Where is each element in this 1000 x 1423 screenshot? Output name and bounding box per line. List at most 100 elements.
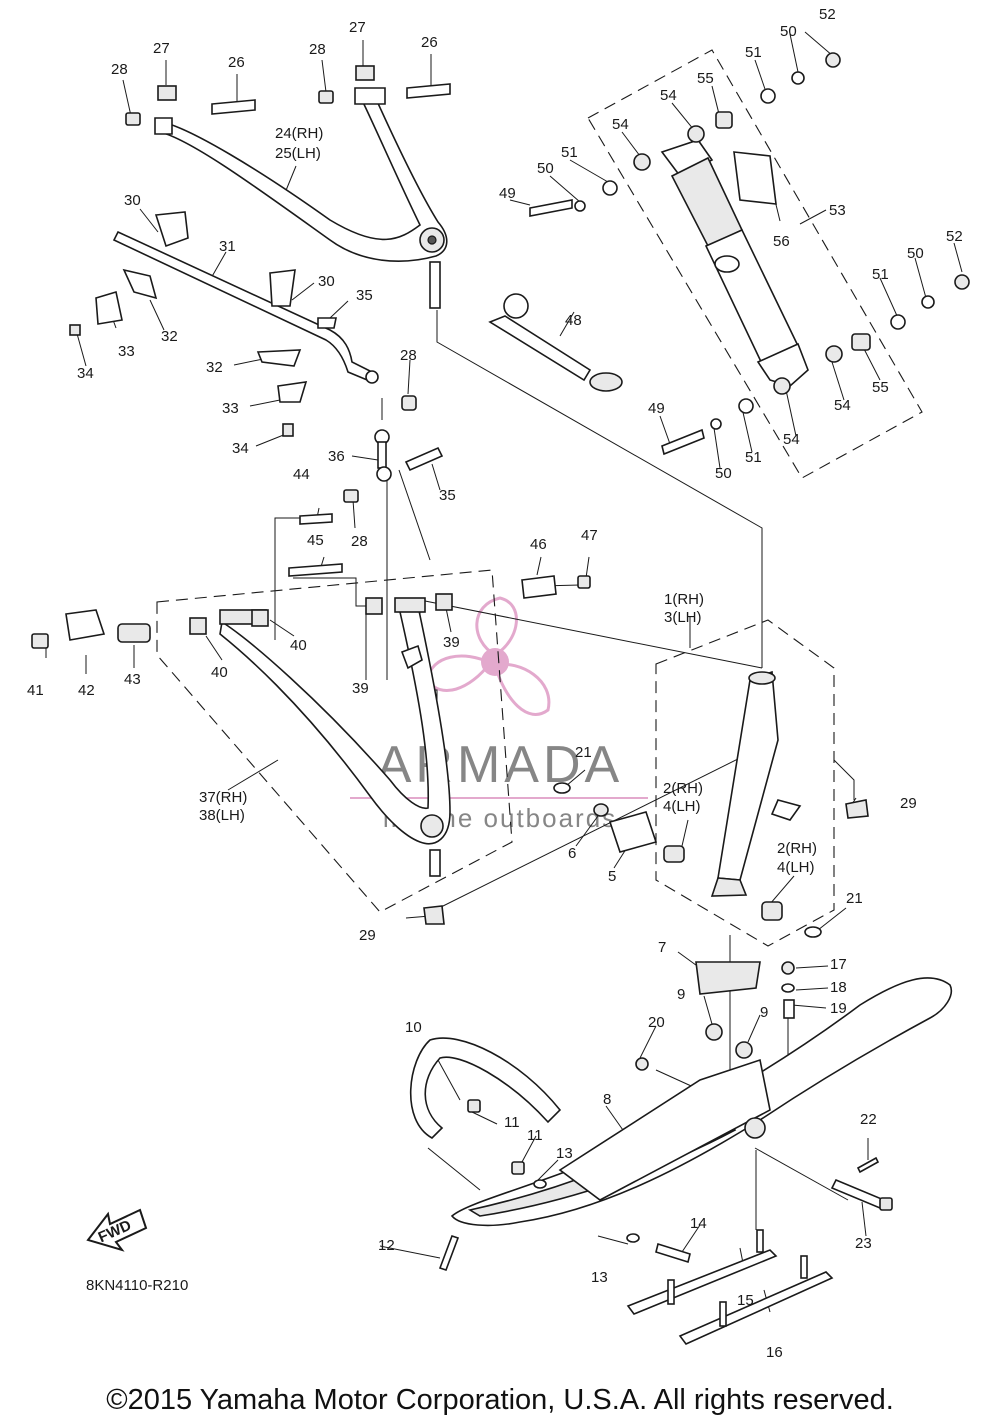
callout-54a: 54: [660, 87, 677, 104]
callout-32b: 32: [206, 359, 223, 376]
callout-32a: 32: [161, 328, 178, 345]
callout-3: 3(LH): [664, 609, 702, 626]
callout-13a: 13: [556, 1145, 573, 1162]
callout-37: 37(RH): [199, 789, 247, 806]
callout-54b: 54: [612, 116, 629, 133]
callout-27a: 27: [349, 19, 366, 36]
callout-11b: 11: [527, 1127, 543, 1144]
callout-56: 56: [773, 233, 790, 250]
diagram-code: 8KN4110-R210: [86, 1277, 188, 1294]
callout-7: 7: [658, 939, 666, 956]
group-outlines: [156, 49, 923, 947]
parts-diagram: ARMADA marine outboards: [27, 6, 970, 1361]
callout-2b: 2(RH): [777, 840, 817, 857]
callout-21b: 21: [846, 890, 863, 907]
callout-10: 10: [405, 1019, 422, 1036]
callout-19: 19: [830, 1000, 847, 1017]
spanner-tool: [488, 293, 623, 392]
callout-31: 31: [219, 238, 236, 255]
callout-4b: 4(LH): [777, 859, 815, 876]
callout-26b: 26: [228, 54, 245, 71]
callout-34a: 34: [77, 365, 94, 382]
wear-bars: [626, 1229, 834, 1345]
callout-6: 6: [568, 845, 576, 862]
callout-51a: 51: [745, 44, 762, 61]
callout-23: 23: [855, 1235, 872, 1252]
callout-55b: 55: [872, 379, 889, 396]
shock-hardware: [529, 52, 970, 456]
callout-54d: 54: [783, 431, 800, 448]
callout-39a: 39: [443, 634, 460, 651]
callout-16: 16: [766, 1344, 783, 1361]
spindle: [423, 670, 869, 938]
callout-44: 44: [293, 466, 310, 483]
lower-arm-hardware: [31, 513, 591, 649]
callout-43: 43: [124, 671, 141, 688]
stabilizer-link: [343, 429, 444, 503]
callout-2a: 2(RH): [663, 780, 703, 797]
callout-52b: 52: [946, 228, 963, 245]
callout-40b: 40: [211, 664, 228, 681]
callout-33a: 33: [118, 343, 135, 360]
callout-28b: 28: [111, 61, 128, 78]
propeller-logo: [426, 596, 551, 716]
callout-42: 42: [78, 682, 95, 699]
callout-9b: 9: [760, 1004, 768, 1021]
callout-35b: 35: [439, 487, 456, 504]
callout-47: 47: [581, 527, 598, 544]
callout-25: 25(LH): [275, 145, 321, 162]
callout-52a: 52: [819, 6, 836, 23]
shock-absorber: [660, 139, 809, 387]
callout-49b: 49: [648, 400, 665, 417]
callout-38: 38(LH): [199, 807, 245, 824]
callout-labels: 52 27 50 27 28 26 51 28 26 55 54 54 24(R…: [27, 6, 963, 1361]
callout-24: 24(RH): [275, 125, 323, 142]
callout-50b: 50: [537, 160, 554, 177]
callout-4a: 4(LH): [663, 798, 701, 815]
callout-30b: 30: [318, 273, 335, 290]
callout-18: 18: [830, 979, 847, 996]
callout-15: 15: [737, 1292, 754, 1309]
callout-8: 8: [603, 1091, 611, 1108]
callout-28c: 28: [400, 347, 417, 364]
ski-handle: [409, 1037, 640, 1243]
callout-51c: 51: [872, 266, 889, 283]
callout-29a: 29: [900, 795, 917, 812]
callout-39b: 39: [352, 680, 369, 697]
callout-40a: 40: [290, 637, 307, 654]
callout-27b: 27: [153, 40, 170, 57]
ski: [450, 961, 952, 1227]
callout-55a: 55: [697, 70, 714, 87]
callout-51b: 51: [561, 144, 578, 161]
callout-34b: 34: [232, 440, 249, 457]
upper-a-arm: [154, 87, 448, 309]
callout-51d: 51: [745, 449, 762, 466]
leader-lines: [45, 31, 963, 1313]
stabilizer-bar: [69, 211, 417, 437]
callout-1: 1(RH): [664, 591, 704, 608]
callout-50c: 50: [907, 245, 924, 262]
copyright-notice: ©2015 Yamaha Motor Corporation, U.S.A. A…: [106, 1384, 894, 1416]
callout-5: 5: [608, 868, 616, 885]
callout-49a: 49: [499, 185, 516, 202]
callout-54c: 54: [834, 397, 851, 414]
callout-50d: 50: [715, 465, 732, 482]
callout-45: 45: [307, 532, 324, 549]
callout-46: 46: [530, 536, 547, 553]
callout-14: 14: [690, 1215, 707, 1232]
callout-48: 48: [565, 312, 582, 329]
callout-28d: 28: [351, 533, 368, 550]
callout-11a: 11: [504, 1114, 520, 1131]
callout-13b: 13: [591, 1269, 608, 1286]
watermark-brand: ARMADA: [377, 736, 623, 794]
callout-20: 20: [648, 1014, 665, 1031]
callout-35a: 35: [356, 287, 373, 304]
callout-26a: 26: [421, 34, 438, 51]
callout-30a: 30: [124, 192, 141, 209]
callout-29b: 29: [359, 927, 376, 944]
ski-bolts: [438, 1156, 893, 1272]
callout-36: 36: [328, 448, 345, 465]
callout-41: 41: [27, 682, 44, 699]
upper-arm-bolts: [125, 83, 451, 126]
callout-33b: 33: [222, 400, 239, 417]
